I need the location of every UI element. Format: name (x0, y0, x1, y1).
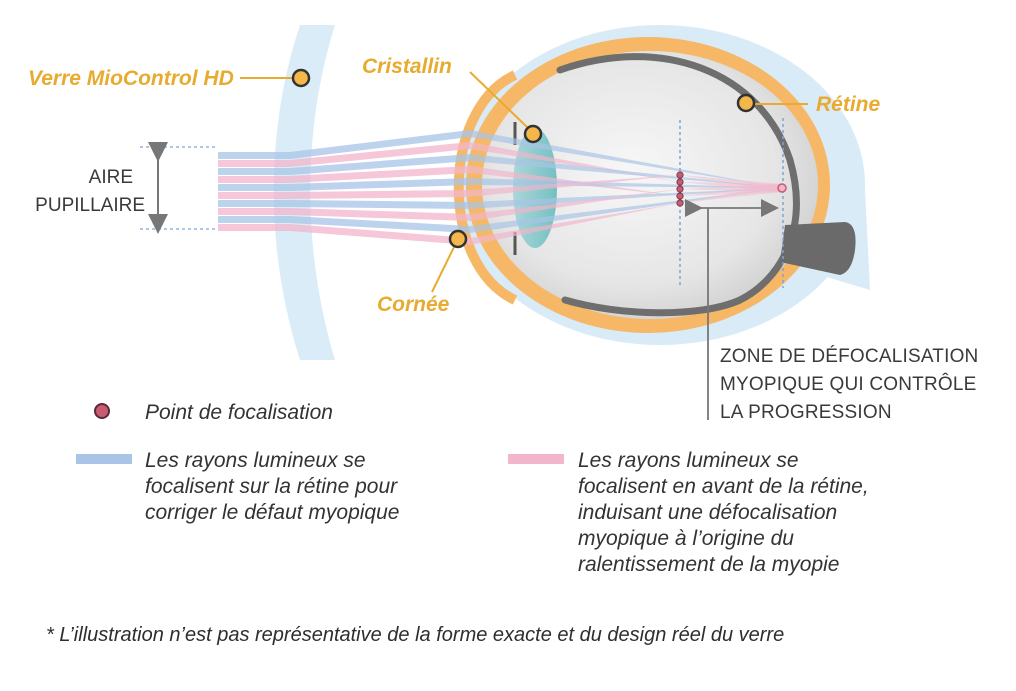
lens-label: Verre MioControl HD (28, 67, 234, 90)
legend-pink-swatch (508, 454, 564, 464)
cristallin-marker (523, 124, 543, 144)
cornee-leader (431, 244, 456, 293)
legend-pink-line3: induisant une défocalisation (578, 501, 837, 524)
ray-converging (470, 175, 680, 197)
legend-blue-swatch (76, 454, 132, 464)
cornee-label: Cornée (377, 293, 450, 316)
zone-line1: ZONE DE DÉFOCALISATION (720, 346, 978, 367)
ray-band (218, 224, 470, 245)
retina-focal-point (777, 183, 787, 193)
legend-blue-line2: focalisent sur la rétine pour (145, 475, 398, 498)
ray-converging (470, 188, 782, 209)
ray-band (218, 154, 470, 175)
zone-line2: MYOPIQUE QUI CONTRÔLE (720, 373, 977, 395)
ray-band (218, 166, 470, 183)
ray-band (218, 216, 470, 233)
retine-marker (736, 93, 756, 113)
footnote: * L’illustration n’est pas représentativ… (46, 624, 784, 646)
pupil-label-line2: PUPILLAIRE (35, 195, 145, 216)
optic-nerve (780, 222, 856, 275)
retine-label: Rétine (816, 93, 881, 116)
pupil-label-line1: AIRE (89, 167, 133, 188)
ray-diverging (680, 184, 782, 192)
ray-diverging (680, 175, 782, 192)
ray-band (218, 142, 470, 167)
ray-band (218, 178, 470, 191)
ray-converging (470, 189, 680, 221)
ray-diverging (680, 184, 782, 203)
legend-pink-line2: focalisent en avant de la rétine, (578, 475, 869, 498)
legend-blue-line1: Les rayons lumineux se (145, 449, 366, 472)
legend-pink-line5: ralentissement de la myopie (578, 553, 839, 576)
legend-pink-line4: myopique à l’origine du (578, 527, 794, 550)
cristallin-label: Cristallin (362, 55, 452, 78)
light-rays (218, 130, 782, 245)
cristallin-leader (469, 71, 529, 129)
ray-band (218, 200, 470, 209)
ray-converging (470, 130, 782, 188)
zone-line3: LA PROGRESSION (720, 402, 892, 423)
legend-focal-dot (94, 403, 110, 419)
ray-converging (470, 166, 680, 196)
ray-band (218, 190, 470, 199)
lens-marker (291, 68, 311, 88)
legend-focal-label: Point de focalisation (145, 401, 333, 424)
cornee-marker (448, 229, 468, 249)
ray-band (218, 130, 470, 159)
myopic-focal-points (676, 171, 684, 207)
legend-pink-line1: Les rayons lumineux se (578, 449, 799, 472)
ray-converging (470, 154, 782, 188)
legend-blue-line3: corriger le défaut myopique (145, 501, 399, 524)
ray-band (218, 208, 470, 221)
ray-converging (470, 203, 680, 245)
cornea (453, 70, 518, 305)
